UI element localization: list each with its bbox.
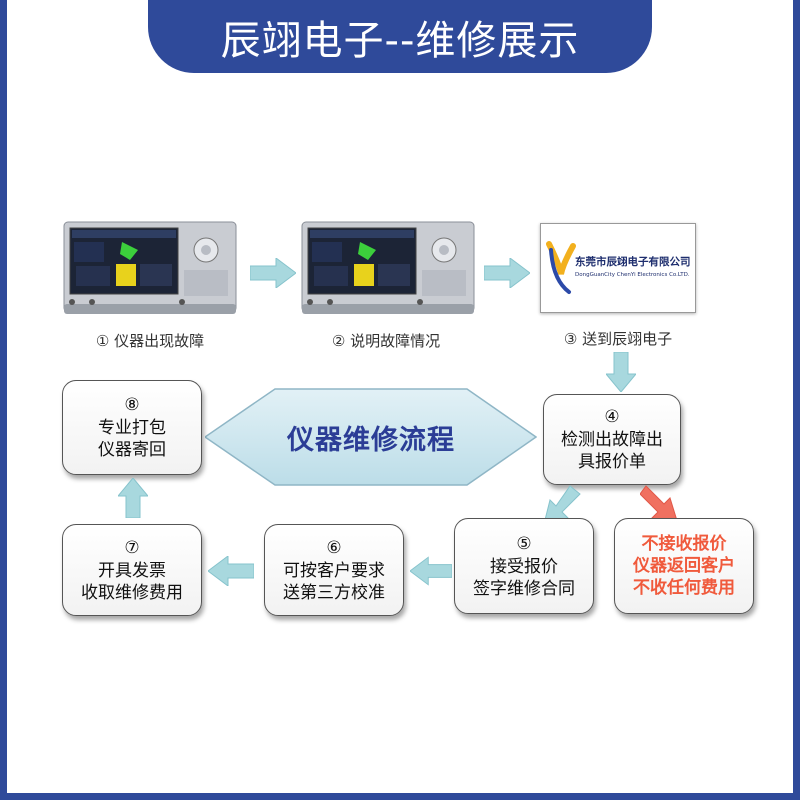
instrument-image-1 (63, 221, 237, 314)
step-number: ④ (604, 407, 620, 427)
step-number: ⑦ (124, 537, 140, 558)
step-8-box: ⑧ 专业打包 仪器寄回 (62, 380, 202, 475)
step-text-line: 检测出故障出 (561, 430, 663, 450)
process-title: 仪器维修流程 (287, 424, 455, 456)
page-title: 辰翊电子--维修展示 (220, 17, 580, 64)
company-logo: 东莞市辰翊电子有限公司 DongGuanCity ChenYi Electron… (540, 223, 696, 313)
step-text-line: 专业打包 (98, 418, 166, 438)
step-text-line: 接受报价 (490, 556, 558, 577)
step-text-line: 收取维修费用 (81, 582, 183, 603)
arrow-right-icon (484, 258, 530, 288)
arrow-right-icon (250, 258, 296, 288)
step-7-box: ⑦ 开具发票 收取维修费用 (62, 524, 202, 616)
logo-name-cn: 东莞市辰翊电子有限公司 (575, 256, 691, 268)
step-2-caption: ② 说明故障情况 (331, 332, 441, 350)
process-hexagon: 仪器维修流程 (205, 388, 537, 486)
step-text-line: 可按客户要求 (283, 560, 385, 581)
step-number: ⑧ (124, 395, 140, 415)
instrument-image-2 (301, 221, 475, 314)
step-text-line: 送第三方校准 (283, 582, 385, 603)
reject-text-line: 不接收报价 (641, 534, 727, 554)
logo-mark-icon (546, 241, 576, 294)
reject-text-line: 仪器返回客户 (633, 556, 735, 576)
step-text-line: 签字维修合同 (473, 578, 575, 599)
step-number: ⑤ (516, 533, 532, 554)
logo-name-en: DongGuanCity ChenYi Electronics Co.LTD. (575, 272, 690, 278)
step-1-caption: ① 仪器出现故障 (95, 332, 205, 350)
step-3-caption: ③ 送到辰翊电子 (563, 330, 673, 348)
arrow-down-icon (606, 352, 636, 392)
step-text-line: 仪器寄回 (98, 440, 166, 460)
step-5-box: ⑤ 接受报价 签字维修合同 (454, 518, 594, 614)
reject-box: 不接收报价 仪器返回客户 不收任何费用 (614, 518, 754, 614)
step-number: ⑥ (326, 537, 342, 558)
arrow-up-icon (118, 478, 148, 518)
step-text-line: 开具发票 (98, 560, 166, 581)
arrow-left-icon (410, 556, 452, 586)
step-4-box: ④ 检测出故障出 具报价单 (543, 394, 681, 485)
step-6-box: ⑥ 可按客户要求 送第三方校准 (264, 524, 404, 616)
title-banner: 辰翊电子--维修展示 (148, 0, 652, 73)
step-text-line: 具报价单 (578, 452, 646, 472)
reject-text-line: 不收任何费用 (633, 578, 735, 598)
arrow-left-icon (208, 556, 254, 586)
hexagon-shape (205, 388, 537, 486)
